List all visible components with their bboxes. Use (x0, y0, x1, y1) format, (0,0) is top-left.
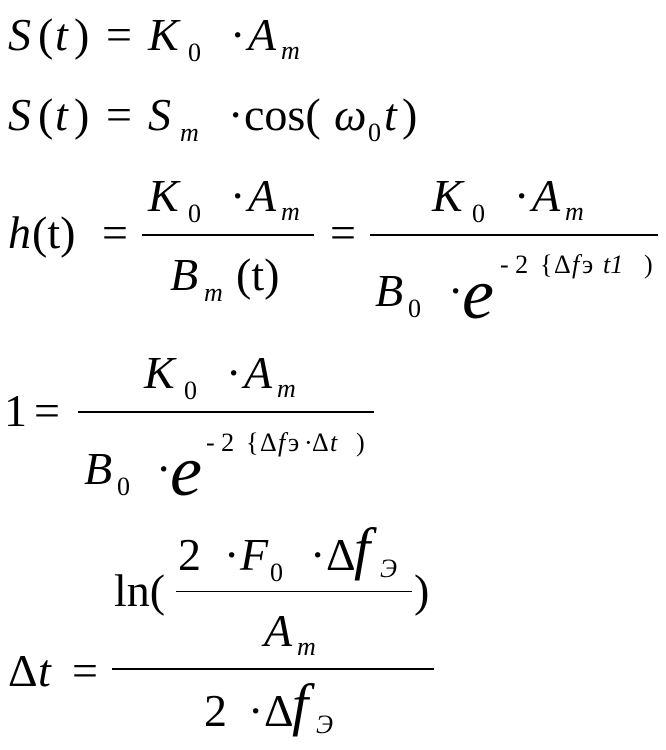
equals-sign: = (72, 645, 98, 696)
symbol-t: t (384, 89, 397, 140)
paren-close: ) (74, 9, 90, 60)
exponent-brace: { (246, 428, 259, 457)
exponent-delta: Δ (312, 428, 329, 457)
exponent-t: t (330, 428, 338, 457)
symbol-K: K (148, 9, 179, 60)
symbol-K: K (148, 170, 179, 221)
dot-operator: · (448, 265, 464, 316)
subscript-0: 0 (117, 472, 130, 501)
fraction-bar (112, 668, 434, 670)
exponent-e-sub: э (288, 428, 300, 457)
subscript-0: 0 (270, 558, 283, 587)
subscript-m: m (204, 278, 223, 307)
symbol-e: e (170, 431, 202, 511)
fraction-bar (176, 591, 412, 592)
symbol-A: A (248, 170, 277, 221)
subscript-0: 0 (188, 199, 201, 228)
subscript-0: 0 (472, 199, 485, 228)
symbol-t: t (38, 645, 51, 696)
number-one: 1 (4, 385, 27, 436)
exponent-f: f (572, 250, 580, 279)
symbol-B: B (84, 443, 113, 494)
dot-operator: · (226, 347, 242, 398)
subscript-0: 0 (408, 294, 421, 323)
symbol-K: K (432, 170, 463, 221)
symbol-delta: Δ (326, 529, 356, 580)
exponent-delta: Δ (260, 428, 277, 457)
equals-sign: = (106, 89, 132, 140)
subscript-0: 0 (188, 38, 201, 67)
exponent-dot: · (304, 428, 313, 457)
dot-operator: · (156, 443, 172, 494)
exponent-brace: { (540, 250, 553, 279)
cos-function: cos( (244, 89, 321, 140)
equals-sign: = (34, 385, 60, 436)
exponent-delta: Δ (554, 250, 571, 279)
symbol-B: B (375, 265, 404, 316)
subscript-m: m (281, 36, 300, 65)
equals-sign: = (330, 207, 356, 258)
equals-sign: = (106, 9, 132, 60)
symbol-delta: Δ (8, 645, 38, 696)
symbol-e: e (462, 254, 494, 334)
subscript-m: m (180, 118, 199, 147)
symbol-K: K (144, 347, 175, 398)
paren-t: (t) (236, 249, 280, 300)
subscript-m: m (565, 197, 584, 226)
subscript-m: m (297, 632, 316, 661)
ln-function: ln( (114, 565, 166, 616)
symbol-S: S (148, 89, 171, 140)
number-two: 2 (204, 685, 227, 736)
symbol-delta: Δ (264, 685, 294, 736)
symbol-A: A (264, 605, 293, 656)
exponent-t1: t1 (603, 250, 624, 279)
fraction-bar (370, 234, 658, 236)
exponent-minus-two: - 2 (206, 428, 235, 457)
symbol-A: A (244, 347, 273, 398)
paren-close: ) (74, 89, 90, 140)
exponent-e-sub: э (582, 250, 594, 279)
subscript-0: 0 (368, 118, 381, 147)
subscript-m: m (281, 197, 300, 226)
symbol-B: B (170, 249, 199, 300)
dot-operator: · (224, 529, 240, 580)
subscript-e: Э (380, 554, 398, 583)
paren-open: ( (38, 89, 54, 140)
dot-operator: · (228, 89, 244, 140)
dot-operator: · (248, 685, 264, 736)
symbol-A: A (532, 170, 561, 221)
fraction-bar (142, 234, 314, 236)
equals-sign: = (102, 207, 128, 258)
number-two: 2 (178, 529, 201, 580)
symbol-t: t (55, 9, 68, 60)
exponent-minus-two: - 2 (500, 250, 529, 279)
symbol-S: S (8, 89, 31, 140)
paren-open: ( (38, 9, 54, 60)
symbol-f: f (354, 516, 371, 581)
exponent-close: ) (356, 428, 365, 457)
subscript-m: m (277, 374, 296, 403)
dot-operator: · (514, 170, 530, 221)
symbol-F: F (240, 529, 269, 580)
paren-t: (t) (32, 207, 76, 258)
symbol-S: S (8, 9, 31, 60)
exponent-f: f (278, 428, 286, 457)
symbol-h: h (8, 207, 31, 258)
paren-close: ) (402, 89, 418, 140)
dot-operator: · (230, 170, 246, 221)
exponent-close: ) (644, 250, 653, 279)
symbol-t: t (55, 89, 68, 140)
subscript-e: Э (316, 710, 334, 739)
paren-close: ) (414, 565, 430, 616)
symbol-f: f (292, 672, 309, 737)
subscript-0: 0 (184, 376, 197, 405)
symbol-A: A (248, 9, 277, 60)
dot-operator: · (230, 9, 246, 60)
fraction-bar (78, 411, 374, 413)
dot-operator: · (310, 529, 326, 580)
symbol-omega: ω (334, 89, 367, 140)
